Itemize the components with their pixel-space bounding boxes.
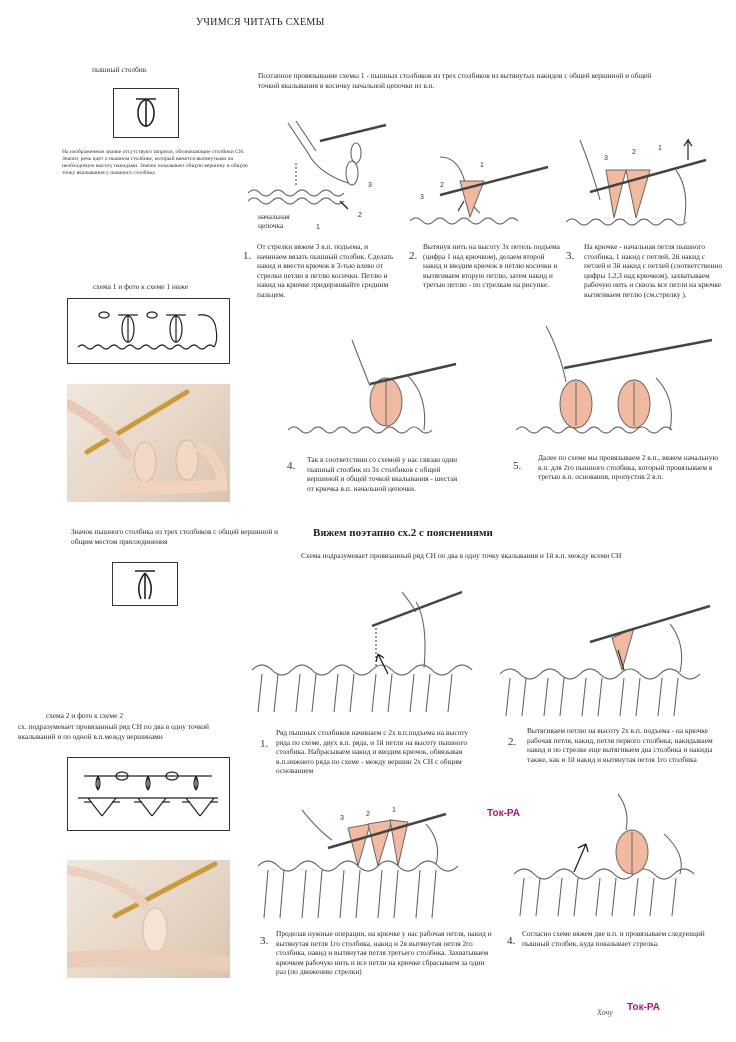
step3-text: На крючке - начальная петля пышного стол… <box>584 242 723 299</box>
step5-text: Далее по схеме мы провязываем 2 в.п., вя… <box>538 453 718 482</box>
step1-svg: 3 2 1 <box>248 120 387 231</box>
step2-text: Вытянув нить на высоту 3х петель подъема… <box>423 242 560 290</box>
section2-title: Вяжем поэтапно сх.2 с пояснениями <box>313 527 493 539</box>
scheme2-diagram <box>67 757 230 831</box>
scheme2-svg <box>78 771 218 817</box>
scheme2-label: схема 2 и фото к схеме 2 <box>46 711 124 720</box>
scheme1-photo <box>67 384 230 502</box>
step1-illustration: 3 2 1 <box>248 113 396 233</box>
s2-step3-text: Проделав нужные операции, на крючке у на… <box>276 929 492 977</box>
scheme2-photo-svg <box>67 861 230 972</box>
chain-label: начальная цепочка <box>258 212 290 230</box>
step3-number: 3. <box>566 250 575 262</box>
step1-text: От стрелки вяжем 3 в.п. подъема, и начин… <box>257 242 394 299</box>
s2-step1-illustration <box>252 582 480 718</box>
s2-step2-illustration <box>500 598 720 720</box>
s2-step4-text: Согласно схеме вяжем две в.п. и провязыв… <box>522 929 705 948</box>
step5-svg <box>516 325 713 434</box>
s2-step1-text: Ряд пышных столбиков начинаем с 2х в.п.п… <box>276 728 469 776</box>
s2-step4-illustration <box>514 790 724 922</box>
step5-number: 5. <box>513 460 522 472</box>
scheme1-svg <box>77 311 218 350</box>
s2-step2-number: 2. <box>508 736 517 748</box>
s2-step4-svg <box>514 793 695 917</box>
step4-illustration <box>288 336 460 442</box>
watermark-mid: Ток-РА <box>487 808 520 819</box>
svg-text:1: 1 <box>658 145 662 152</box>
scheme1-photo-svg <box>67 389 228 494</box>
step2-number: 2. <box>409 250 418 262</box>
svg-text:1: 1 <box>316 224 320 231</box>
s2-step4-number: 4. <box>507 935 516 947</box>
s2-step1-svg <box>252 590 473 713</box>
section1-intro: Поэтапное провязывание схемы 1 - пышных … <box>258 71 652 90</box>
step4-number: 4. <box>287 460 296 472</box>
svg-text:3: 3 <box>420 194 424 201</box>
s2-step2-text: Вытягиваем петлю на высоту 2х в.п. подъе… <box>527 726 713 764</box>
s2-step3-number: 3. <box>260 935 269 947</box>
puff-symbol-box <box>113 88 179 138</box>
step5-illustration <box>516 322 716 444</box>
s2-step3-illustration: 3 2 1 <box>258 800 480 928</box>
step4-text: Так в соответствии со схемой у нас связа… <box>307 455 458 493</box>
step2-svg: 3 2 1 <box>410 156 549 225</box>
svg-text:3: 3 <box>604 155 608 162</box>
svg-text:2: 2 <box>632 149 636 156</box>
step1-number: 1. <box>243 250 252 262</box>
scheme1-label: схема 1 и фото к схеме 1 ниже <box>93 282 189 291</box>
svg-text:2: 2 <box>366 811 370 818</box>
s2-step3-svg: 3 2 1 <box>258 807 459 919</box>
svg-text:2: 2 <box>440 182 444 189</box>
svg-text:3: 3 <box>368 182 372 189</box>
puff3-symbol-icon <box>135 570 155 600</box>
puff3-note: Значок пышного столбика из трех столбико… <box>71 527 279 546</box>
svg-text:1: 1 <box>480 162 484 169</box>
step2-illustration: 3 2 1 <box>410 137 560 233</box>
puff-label: пышный столбик <box>92 65 147 74</box>
step4-svg <box>288 339 457 434</box>
svg-text:1: 1 <box>392 807 396 814</box>
svg-text:3: 3 <box>340 815 344 822</box>
step3-illustration: 3 2 1 <box>566 130 716 234</box>
s2-step2-svg <box>500 604 711 717</box>
puff3-symbol-box <box>112 562 178 606</box>
page-title: УЧИМСЯ ЧИТАТЬ СХЕМЫ <box>196 17 325 28</box>
footer-brand: Ток-РА <box>627 1002 660 1013</box>
footer-handwriting: Хочу <box>597 1008 613 1017</box>
scheme2-note: сх. подразумевает провязанный ряд СН по … <box>18 722 210 741</box>
puff-note: На изображенном значке отсутствуют шприх… <box>62 149 248 176</box>
scheme1-diagram <box>67 298 230 364</box>
section2-intro: Схема подразумевает провязанный ряд СН п… <box>301 551 622 560</box>
step3-svg: 3 2 1 <box>566 138 707 226</box>
scheme2-photo <box>67 860 230 978</box>
svg-text:2: 2 <box>358 212 362 219</box>
s2-step1-number: 1. <box>260 738 269 750</box>
puff-symbol-icon <box>136 98 156 127</box>
